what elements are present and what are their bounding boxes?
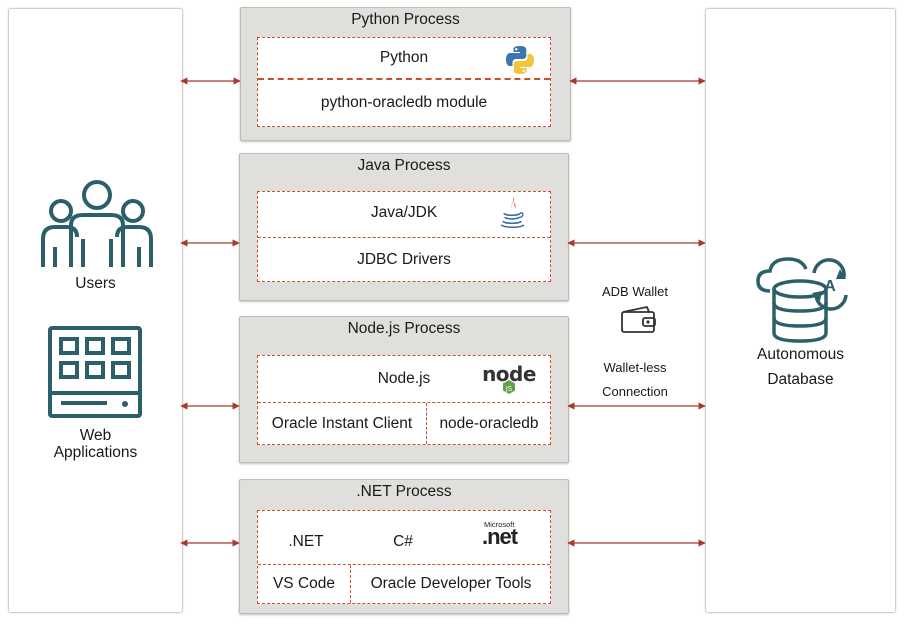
dotnet-process-title: .NET Process bbox=[356, 483, 452, 500]
vs-code-cell: VS Code bbox=[258, 565, 350, 603]
java-process-box: Java Process Java/JDK JDBC Drivers bbox=[239, 153, 569, 301]
node-oracledb-label: node-oracledb bbox=[439, 414, 539, 432]
python-runtime-row: Python bbox=[258, 38, 550, 78]
database-label-line1: Autonomous bbox=[756, 346, 845, 363]
dotnet-runtime-label: .NET bbox=[288, 533, 324, 550]
wallet-icon bbox=[621, 306, 656, 333]
nodejs-divider bbox=[258, 402, 550, 403]
oracle-instant-client-label: Oracle Instant Client bbox=[271, 414, 413, 432]
autonomous-database-icon: A bbox=[756, 257, 848, 343]
wallet-less-label-line2: Connection bbox=[602, 384, 668, 399]
svg-text:Microsoft: Microsoft bbox=[484, 520, 515, 529]
web-applications-icon bbox=[48, 326, 142, 418]
nodejs-process-title: Node.js Process bbox=[347, 320, 461, 337]
python-runtime-label: Python bbox=[379, 49, 429, 66]
java-stack: Java/JDK JDBC Drivers bbox=[257, 191, 551, 282]
python-process-title: Python Process bbox=[351, 11, 460, 28]
python-process-box: Python Process Python python-oracledb mo… bbox=[240, 7, 571, 141]
web-applications-label-line2: Applications bbox=[53, 444, 138, 461]
nodejs-logo-icon: node JS bbox=[482, 364, 536, 394]
dotnet-process-box: .NET Process .NET C# Microsoft .net VS C… bbox=[239, 479, 569, 614]
nodejs-runtime-label: Node.js bbox=[377, 370, 431, 387]
database-panel: A Autonomous Database bbox=[705, 8, 896, 613]
python-divider bbox=[258, 78, 550, 80]
oracle-developer-tools-cell: Oracle Developer Tools bbox=[352, 565, 550, 603]
csharp-label: C# bbox=[393, 533, 413, 550]
csharp-cell: C# bbox=[378, 527, 428, 557]
clients-panel: Users Web Applications bbox=[8, 8, 183, 613]
nodejs-stack: Node.js node JS Oracle Instant Client no… bbox=[257, 355, 551, 445]
dotnet-runtime-cell: .NET bbox=[278, 527, 334, 557]
users-label: Users bbox=[75, 275, 116, 292]
java-driver-row: JDBC Drivers bbox=[258, 238, 550, 281]
oracle-instant-client-cell: Oracle Instant Client bbox=[258, 403, 426, 444]
java-driver-label: JDBC Drivers bbox=[357, 250, 451, 268]
python-driver-row: python-oracledb module bbox=[258, 80, 550, 126]
microsoft-dotnet-logo-icon: Microsoft .net bbox=[482, 520, 520, 547]
java-logo-icon bbox=[500, 197, 525, 229]
users-icon bbox=[41, 180, 153, 267]
java-divider bbox=[258, 237, 550, 238]
vs-code-label: VS Code bbox=[272, 575, 336, 592]
node-oracledb-cell: node-oracledb bbox=[428, 403, 550, 444]
database-label-line2: Database bbox=[767, 371, 834, 388]
oracle-developer-tools-label: Oracle Developer Tools bbox=[370, 575, 532, 592]
dotnet-divider bbox=[258, 564, 550, 565]
python-stack: Python python-oracledb module bbox=[257, 37, 551, 127]
python-driver-label: python-oracledb module bbox=[320, 94, 488, 111]
java-runtime-row: Java/JDK bbox=[258, 192, 550, 234]
python-logo-icon bbox=[506, 46, 534, 74]
nodejs-runtime-row: Node.js bbox=[258, 356, 550, 402]
wallet-less-label-line1: Wallet-less bbox=[603, 360, 667, 375]
java-runtime-label: Java/JDK bbox=[370, 204, 438, 221]
svg-text:JS: JS bbox=[505, 385, 513, 393]
adb-wallet-label: ADB Wallet bbox=[602, 284, 668, 299]
web-applications-label-line1: Web bbox=[79, 427, 112, 444]
nodejs-cell-divider bbox=[426, 403, 427, 444]
dotnet-stack: .NET C# Microsoft .net VS Code Oracle De… bbox=[257, 510, 551, 604]
nodejs-process-box: Node.js Process Node.js node JS Oracle I… bbox=[239, 316, 569, 463]
db-badge-letter: A bbox=[824, 278, 836, 295]
svg-text:.net: .net bbox=[482, 524, 519, 547]
dotnet-cell-divider bbox=[350, 565, 351, 603]
java-process-title: Java Process bbox=[357, 157, 451, 174]
svg-text:node: node bbox=[482, 364, 536, 386]
